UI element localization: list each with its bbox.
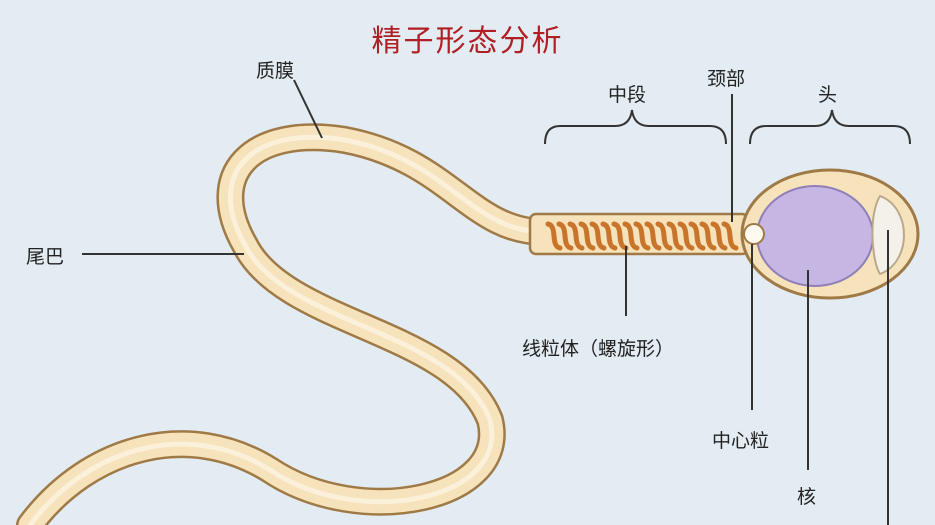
mitochondria-strand bbox=[633, 221, 651, 251]
label-membrane: 质膜 bbox=[256, 60, 295, 82]
nucleus-shape bbox=[756, 185, 874, 287]
mitochondria-strand bbox=[611, 221, 629, 251]
label-neck: 颈部 bbox=[707, 68, 746, 90]
mitochondria-strand bbox=[600, 221, 618, 251]
midpiece-bracket bbox=[544, 109, 727, 145]
mitochondria-strand bbox=[622, 221, 640, 251]
mitochondria-strand bbox=[710, 221, 728, 251]
mitochondria-strand bbox=[567, 221, 585, 251]
mitochondria-strand bbox=[699, 221, 717, 251]
mitochondria-strand bbox=[721, 221, 739, 251]
tail-inner-channel bbox=[27, 134, 548, 525]
mitochondria-strand bbox=[655, 221, 673, 251]
mitochondria-strand bbox=[644, 221, 662, 251]
mitochondria-strand bbox=[556, 221, 574, 251]
mitochondria-strand bbox=[688, 221, 706, 251]
mitochondria-strand bbox=[545, 221, 563, 251]
label-head: 头 bbox=[818, 84, 838, 106]
mitochondria-strand bbox=[589, 221, 607, 251]
label-mitochondria: 线粒体（螺旋形） bbox=[522, 338, 675, 360]
centriole-shape bbox=[743, 223, 765, 245]
membrane-leader bbox=[293, 79, 323, 139]
label-tail: 尾巴 bbox=[26, 246, 65, 268]
label-nucleus: 核 bbox=[797, 486, 817, 508]
mitochondria-strand bbox=[677, 221, 695, 251]
head-bracket bbox=[749, 109, 911, 145]
mitochondria-strand bbox=[666, 221, 684, 251]
mitochondria-helix bbox=[545, 221, 739, 251]
label-centriole: 中心粒 bbox=[712, 430, 770, 452]
label-midpiece: 中段 bbox=[608, 84, 647, 106]
diagram-title: 精子形态分析 bbox=[371, 24, 564, 59]
mitochondria-strand bbox=[578, 221, 596, 251]
